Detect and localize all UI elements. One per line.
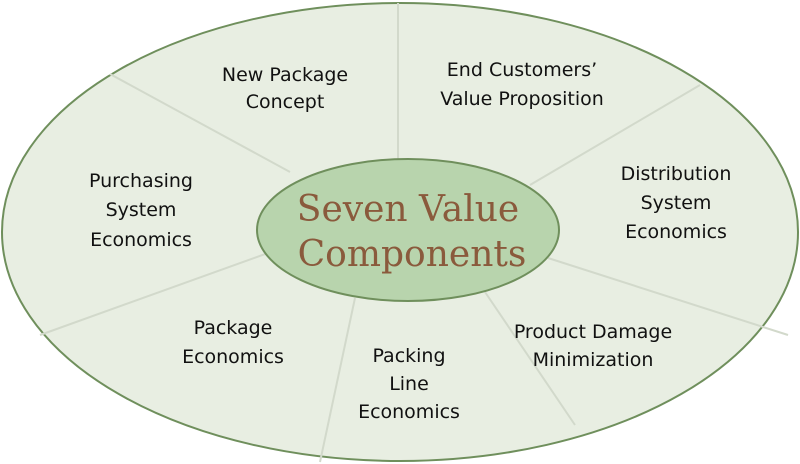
segment-label-line: Economics — [358, 401, 460, 423]
divider-bottom-right — [484, 291, 576, 426]
segment-purchasing-system-economics: Purchasing System Economics — [89, 170, 193, 251]
segment-new-package-concept: New Package Concept — [222, 64, 348, 113]
segment-label-line: Value Proposition — [440, 88, 604, 110]
segment-label-line: Concept — [246, 91, 325, 113]
segment-label-line: Economics — [625, 221, 727, 243]
segment-label-line: Economics — [90, 229, 192, 251]
segment-label-line: System — [641, 192, 712, 214]
segment-label-line: Minimization — [533, 349, 654, 371]
segment-distribution-system-economics: Distribution System Economics — [621, 163, 732, 243]
center-ellipse — [256, 158, 560, 302]
center-title-line-1: Seven Value — [297, 189, 519, 230]
divider-bottom-left — [39, 252, 269, 336]
segment-label-line: Package — [194, 317, 273, 339]
segment-label-line: Product Damage — [514, 321, 672, 343]
segment-label-line: Distribution — [621, 163, 732, 185]
segment-label-line: System — [106, 199, 177, 221]
segment-label-line: Line — [389, 373, 429, 395]
divider-right — [547, 257, 789, 336]
segment-product-damage-minimization: Product Damage Minimization — [514, 321, 672, 371]
segment-end-customers-value-proposition: End Customers’ Value Proposition — [440, 59, 604, 110]
segment-dividers — [39, 3, 789, 463]
segment-label-line: Economics — [182, 346, 284, 368]
segment-label-line: End Customers’ — [447, 59, 597, 81]
center-title-line-2: Components — [298, 234, 527, 275]
divider-bottom — [319, 297, 356, 463]
segment-packing-line-economics: Packing Line Economics — [358, 345, 460, 423]
segment-package-economics: Package Economics — [182, 317, 284, 368]
segment-label-line: Packing — [372, 345, 445, 367]
segment-label-line: Purchasing — [89, 170, 193, 192]
segment-label-line: New Package — [222, 64, 348, 86]
divider-top-left — [109, 73, 291, 173]
divider-top-right — [529, 84, 701, 186]
